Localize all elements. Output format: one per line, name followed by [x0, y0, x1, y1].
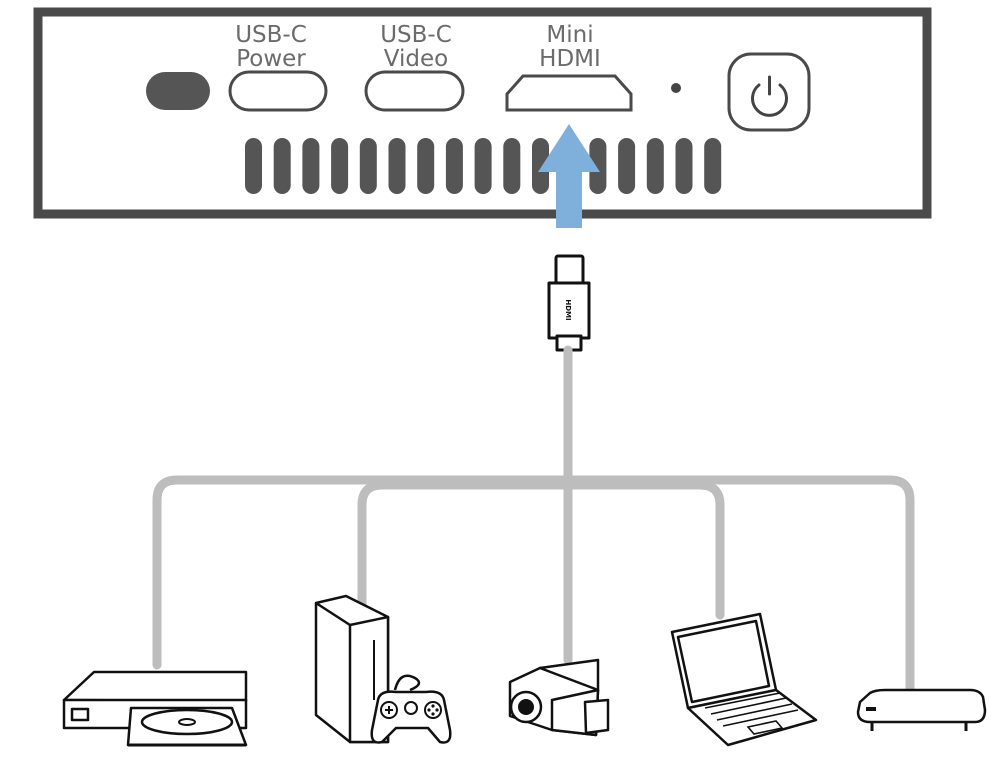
hdmi-plug-text: HDMI	[564, 299, 572, 320]
projector-rear-panel: USB-C Power USB-C Video Mini HDMI	[33, 7, 932, 219]
usbc-video-port[interactable]	[364, 70, 465, 112]
camcorder-icon	[508, 658, 610, 737]
vent-slot	[445, 138, 463, 194]
game-console-icon	[314, 594, 452, 744]
set-top-box-icon	[856, 688, 987, 731]
port-label-usbc-video-line1: USB-C	[380, 22, 452, 48]
vent-slot	[388, 138, 406, 194]
vent-slot	[245, 138, 262, 194]
vent-slot	[532, 138, 549, 194]
vent-slot	[646, 138, 664, 194]
power-icon	[751, 75, 788, 117]
led-indicator	[671, 83, 681, 93]
vent-slot	[273, 138, 291, 194]
vent-slot	[302, 138, 320, 194]
cable-tree	[152, 345, 915, 705]
vent-slot	[331, 138, 349, 194]
vent-slot	[417, 138, 435, 194]
vent-slot	[675, 138, 693, 194]
vent-slot	[618, 138, 636, 194]
vent-slot	[474, 138, 492, 194]
dvd-player-icon	[62, 670, 248, 747]
vent-slot	[503, 138, 521, 194]
vent-slots	[245, 138, 722, 194]
laptop-icon	[670, 612, 818, 747]
hdmi-plug-icon: HDMI	[547, 254, 591, 352]
port-label-usbc-power-line2: Power	[236, 46, 306, 72]
vent-slot	[359, 138, 377, 194]
ir-sensor	[146, 72, 210, 110]
insert-arrow-icon	[538, 124, 600, 228]
mini-hdmi-port[interactable]	[505, 74, 633, 112]
vent-slot	[589, 138, 607, 194]
port-label-usbc-video-line2: Video	[384, 46, 448, 72]
port-label-mini-hdmi-line1: Mini	[546, 22, 593, 48]
vent-slot	[704, 138, 722, 194]
port-label-mini-hdmi-line2: HDMI	[539, 46, 601, 72]
port-label-usbc-power-line1: USB-C	[235, 22, 307, 48]
usbc-power-port[interactable]	[228, 70, 328, 112]
